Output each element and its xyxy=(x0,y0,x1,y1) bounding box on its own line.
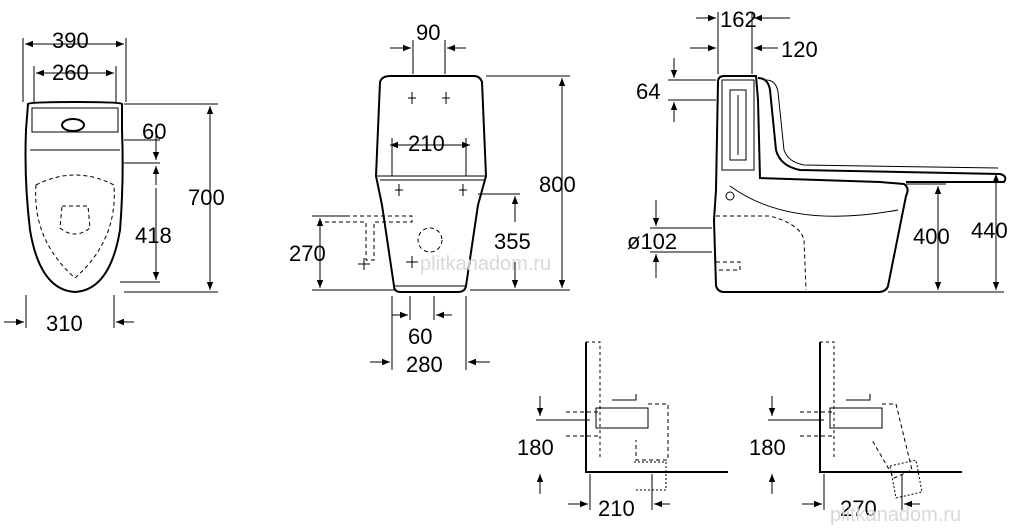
outlet-circle xyxy=(417,227,443,253)
dim-162: 162 xyxy=(720,7,757,32)
tank-lid xyxy=(31,107,119,133)
dim-310: 310 xyxy=(46,311,83,336)
drain-pipe-left xyxy=(635,403,669,461)
dim-700: 700 xyxy=(188,185,225,210)
tank-mechanism xyxy=(721,79,755,171)
watermark-center: plitkanadom.ru xyxy=(420,253,551,275)
dim-400: 400 xyxy=(913,224,950,249)
wall-floor-right xyxy=(819,342,962,473)
inlet-pipe xyxy=(318,215,413,261)
watermark-bottom: plitkanadom.ru xyxy=(830,504,961,526)
bowl-curve xyxy=(729,185,899,217)
dim-120: 120 xyxy=(781,37,818,62)
top-view-outline xyxy=(24,100,124,294)
detail-right: 180 270 xyxy=(749,341,962,521)
dim-60-top: 60 xyxy=(142,119,166,144)
detail-left: 180 210 xyxy=(517,341,728,521)
dim-270-right: 270 xyxy=(840,496,877,521)
lid-profile xyxy=(757,77,1007,183)
button-marks xyxy=(395,92,467,196)
dim-260: 260 xyxy=(52,60,89,85)
side-view-outline xyxy=(712,75,909,293)
drain-pipe-right xyxy=(871,403,913,479)
bowl-opening xyxy=(59,205,91,235)
front-view: 90 210 800 270 355 60 280 xyxy=(289,20,576,377)
dim-180-left: 180 xyxy=(517,435,554,460)
wall-floor-left xyxy=(585,342,728,473)
flush-button-icon xyxy=(61,118,85,132)
dim-102: ø102 xyxy=(627,229,677,254)
dim-440: 440 xyxy=(971,218,1008,243)
dim-210-left: 210 xyxy=(598,496,635,521)
dim-210-front: 210 xyxy=(408,131,445,156)
dim-418: 418 xyxy=(135,223,172,248)
dim-180-right: 180 xyxy=(749,435,786,460)
side-view: 162 120 64 ø102 400 440 xyxy=(627,7,1008,293)
dim-280: 280 xyxy=(406,352,443,377)
dim-800: 800 xyxy=(539,172,576,197)
dim-90: 90 xyxy=(416,20,440,45)
dim-355: 355 xyxy=(494,229,531,254)
dim-64: 64 xyxy=(636,79,660,104)
top-view: 390 260 60 700 418 310 xyxy=(4,28,225,336)
dim-60-front: 60 xyxy=(408,324,432,349)
seat-outline xyxy=(35,174,115,279)
dim-390: 390 xyxy=(52,28,89,53)
dim-270-front: 270 xyxy=(289,241,326,266)
